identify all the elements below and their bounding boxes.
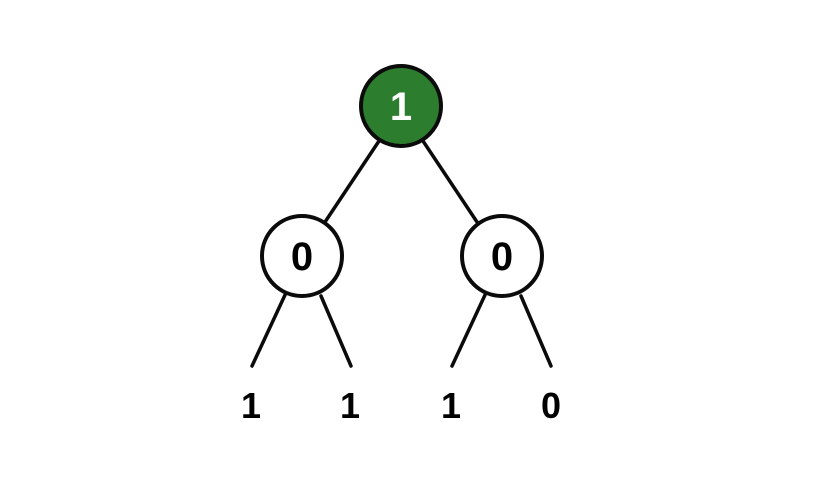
leaf-value-4: 0 [541,385,561,426]
right-child-node: 0 [460,214,544,298]
leaf-value-1: 1 [241,385,261,426]
root-node: 1 [359,64,443,148]
leaf-value-3: 1 [441,385,461,426]
left-child-node-circle [260,214,344,298]
edge-root-to-right-child [421,139,479,224]
root-node-circle [359,64,443,148]
edge-root-to-left-child [323,139,381,224]
left-child-node: 0 [260,214,344,298]
edge-right-child-to-leaf-3 [450,293,487,368]
right-child-node-label: 0 [491,235,513,279]
edge-right-child-to-leaf-4 [519,294,553,368]
right-child-node-circle [460,214,544,298]
left-child-node-label: 0 [291,235,313,279]
leaf-value-2: 1 [340,385,360,426]
edge-left-child-to-leaf-1 [250,293,287,368]
edge-left-child-to-leaf-2 [319,294,353,368]
root-node-label: 1 [390,85,412,129]
